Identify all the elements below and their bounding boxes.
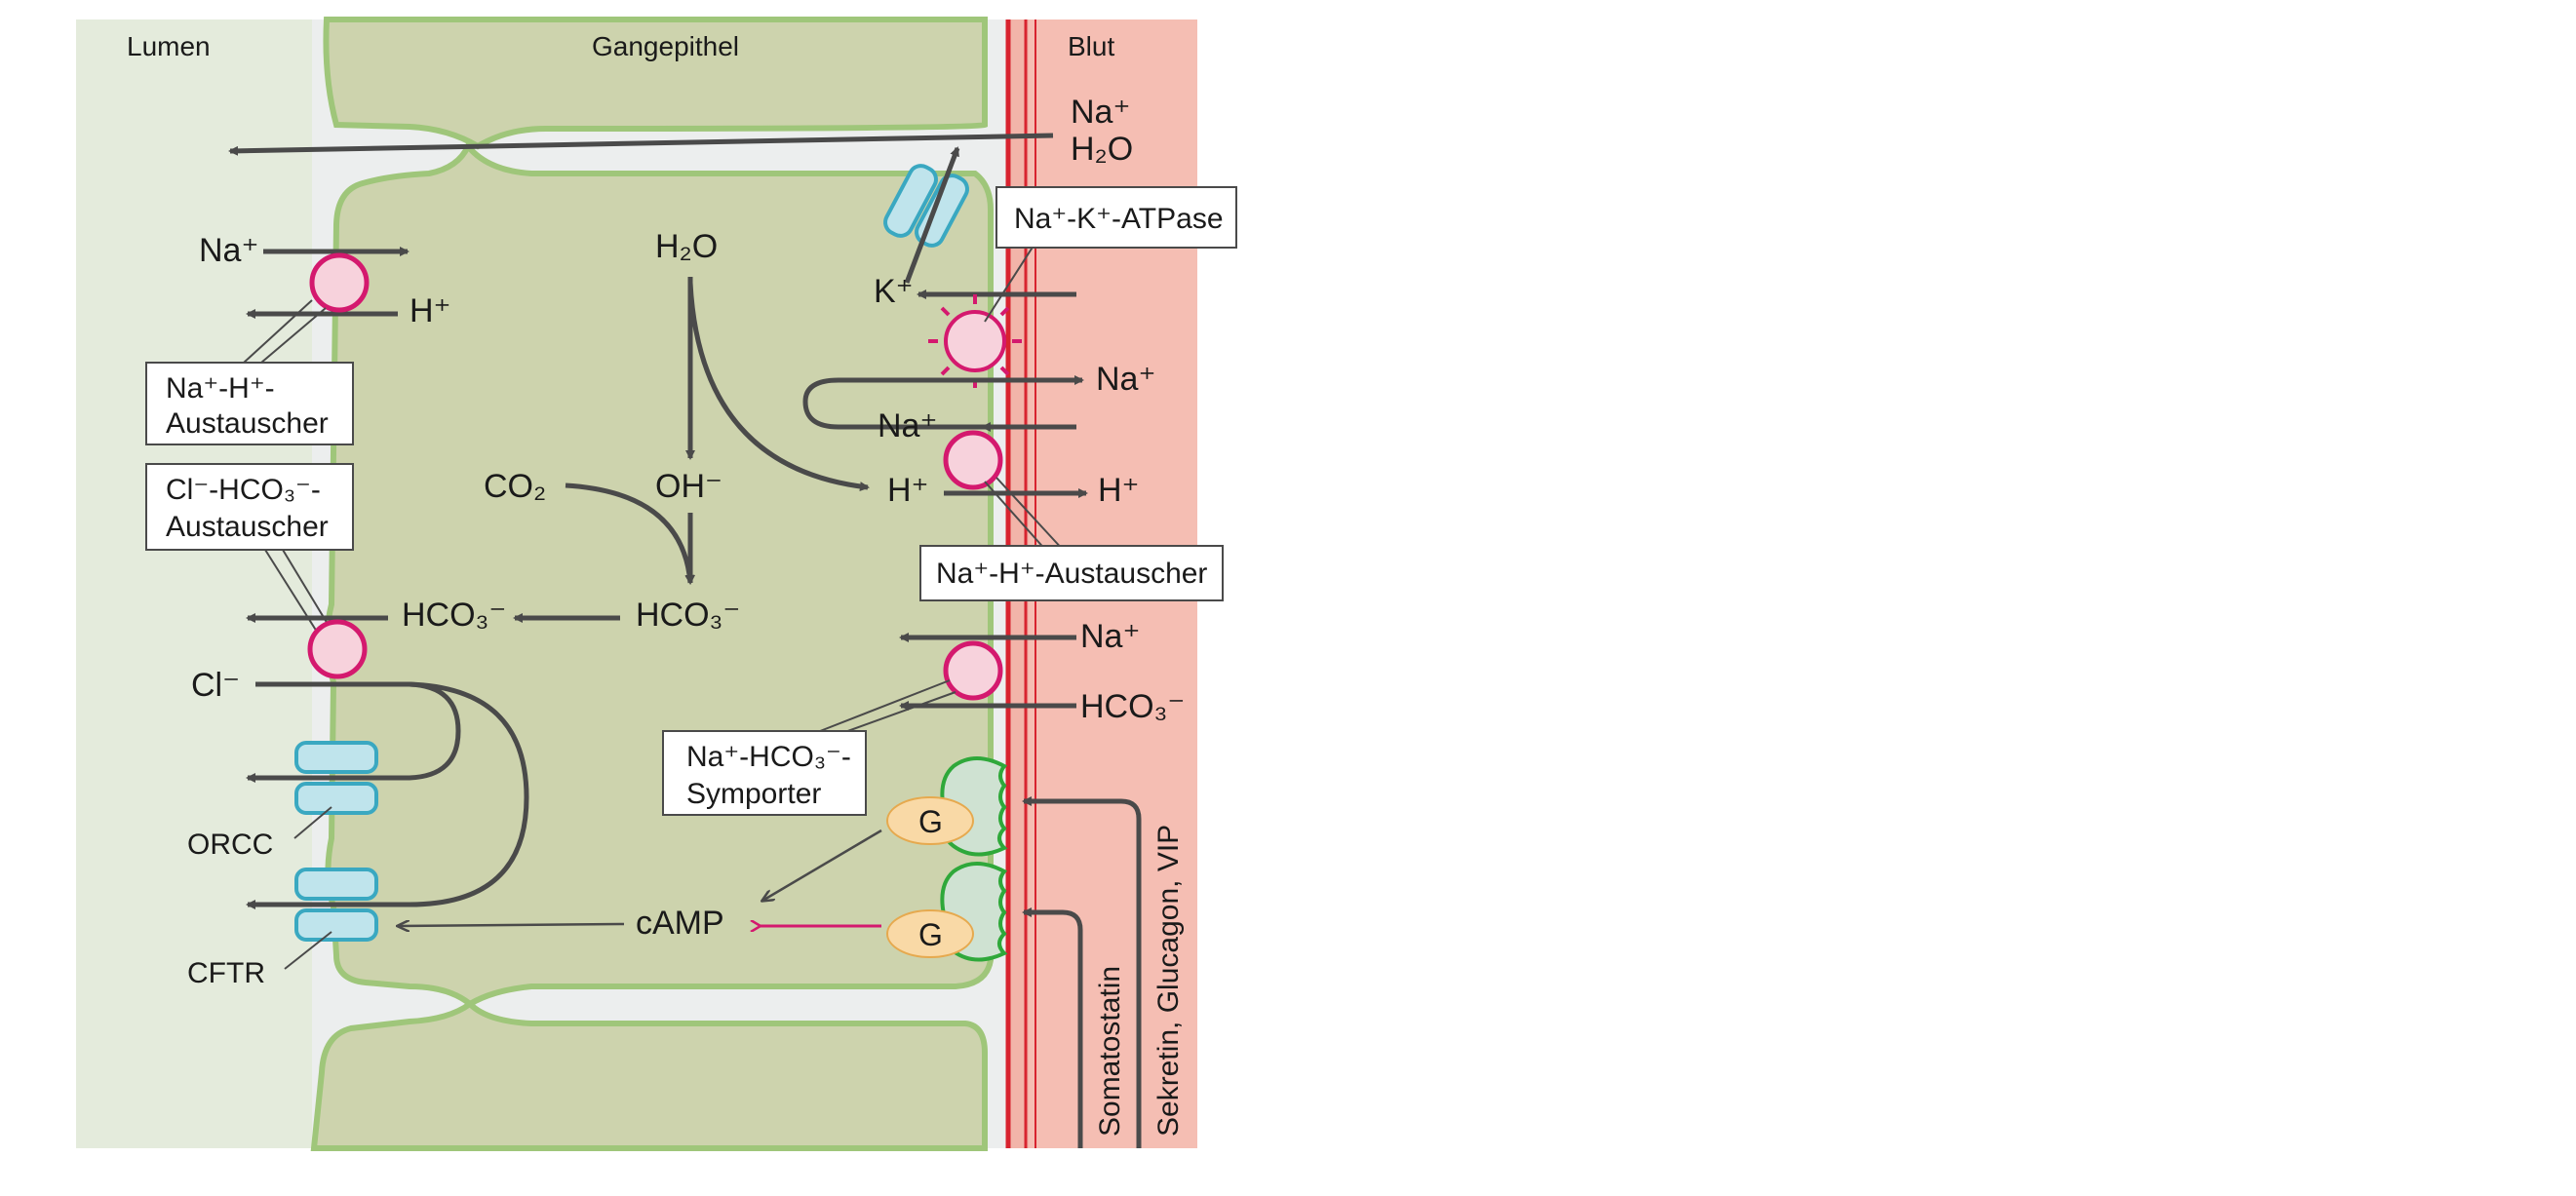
nhx-right-box xyxy=(919,545,1224,601)
camp-label: cAMP xyxy=(636,905,724,942)
symporter-pointer-1 xyxy=(814,679,951,734)
sekretin-label: Sekretin, Glucagon, VIP xyxy=(1152,825,1185,1137)
hco3-blood-label: HCO₃⁻ xyxy=(1080,688,1185,725)
nhx-left-box-line1: Na⁺-H⁺- xyxy=(166,372,275,405)
nhx-left-pointer-1 xyxy=(243,299,313,364)
co2-to-hco3-arrow xyxy=(565,482,695,585)
orcc-pointer xyxy=(293,806,332,839)
na-recycle-loop xyxy=(802,375,1084,430)
nhx-left-box xyxy=(145,362,354,445)
atpase-pump xyxy=(928,294,1022,388)
symporter-box xyxy=(662,730,867,816)
h-cell-label: H⁺ xyxy=(887,472,929,509)
g-bottom-label: G xyxy=(918,917,943,952)
g-top-label: G xyxy=(918,804,943,839)
na-recycle-in-label: Na⁺ xyxy=(878,407,937,444)
lumen-region xyxy=(76,19,332,1148)
atpase-pointer xyxy=(984,245,1034,323)
nhx-right-transporter xyxy=(943,430,1003,490)
symporter-pointer-2 xyxy=(841,691,956,734)
na-recycle-out-label: Na⁺ xyxy=(1096,361,1155,398)
cftr-channel-top xyxy=(294,868,378,901)
clhco3-pointer-1 xyxy=(264,549,323,640)
lower-cell xyxy=(310,1000,988,1151)
nhx-left-transporter xyxy=(309,252,370,313)
orcc-channel-bottom xyxy=(294,782,378,815)
nhx-left-box-line2: Austauscher xyxy=(166,407,329,440)
cftr-label: CFTR xyxy=(187,957,265,989)
co2-cell-label: CO₂ xyxy=(484,468,546,505)
somatostatin-label: Somatostatin xyxy=(1094,966,1126,1137)
cl-lumen-label: Cl⁻ xyxy=(191,667,240,704)
h-lumen-label: H⁺ xyxy=(410,292,451,329)
k-out-arrow xyxy=(904,146,960,284)
lumen-title: Lumen xyxy=(127,31,211,61)
h2o-to-h-arrow xyxy=(687,282,870,492)
h-blood-label: H⁺ xyxy=(1098,472,1140,509)
na-top-label: Na⁺ xyxy=(1071,94,1130,131)
na-lumen-label: Na⁺ xyxy=(199,232,258,269)
g-protein-top xyxy=(886,796,974,845)
orcc-label: ORCC xyxy=(187,829,273,861)
paracellular-arrow xyxy=(228,133,1054,156)
k-cell-label: K⁺ xyxy=(874,273,914,310)
orcc-channel-top xyxy=(294,741,378,774)
nhx-right-pointer-2 xyxy=(995,477,1066,553)
clhco3-box-line2: Austauscher xyxy=(166,511,329,543)
nhx-right-pointer-1 xyxy=(984,481,1048,553)
epithel-title: Gangepithel xyxy=(592,31,739,61)
oh-cell-label: OH⁻ xyxy=(655,468,722,505)
g-stimulate-arrow xyxy=(762,829,882,901)
camp-to-cftr-arrow xyxy=(398,924,625,926)
hco3-cell-label: HCO₃⁻ xyxy=(636,597,740,634)
clhco3-box xyxy=(145,463,354,551)
blood-title: Blut xyxy=(1068,31,1114,61)
clhco3-box-line1: Cl⁻-HCO₃⁻- xyxy=(166,474,321,506)
h2o-cell-label: H₂O xyxy=(655,228,718,265)
na-blood-sym-label: Na⁺ xyxy=(1080,618,1140,655)
somatostatin-arrow xyxy=(1022,907,1083,1148)
cftr-channel-bottom xyxy=(294,908,378,942)
cftr-pointer xyxy=(284,931,332,970)
atpase-box-text: Na⁺-K⁺-ATPase xyxy=(1014,203,1224,235)
sekretin-arrow xyxy=(1022,796,1142,1148)
nhx-right-box-text: Na⁺-H⁺-Austauscher xyxy=(936,558,1207,590)
symporter-box-line2: Symporter xyxy=(686,778,821,810)
cl-recycle-cftr xyxy=(246,681,529,909)
g-protein-bottom xyxy=(886,909,974,958)
symporter-box-line1: Na⁺-HCO₃⁻- xyxy=(686,741,851,773)
symporter-transporter xyxy=(943,640,1003,701)
atpase-box xyxy=(995,186,1237,249)
hco3-lumen-label: HCO₃⁻ xyxy=(402,597,506,634)
nhx-left-pointer-2 xyxy=(260,307,327,364)
h2o-top-label: H₂O xyxy=(1071,131,1133,168)
clhco3-transporter xyxy=(307,619,368,679)
upper-cell xyxy=(323,17,988,150)
